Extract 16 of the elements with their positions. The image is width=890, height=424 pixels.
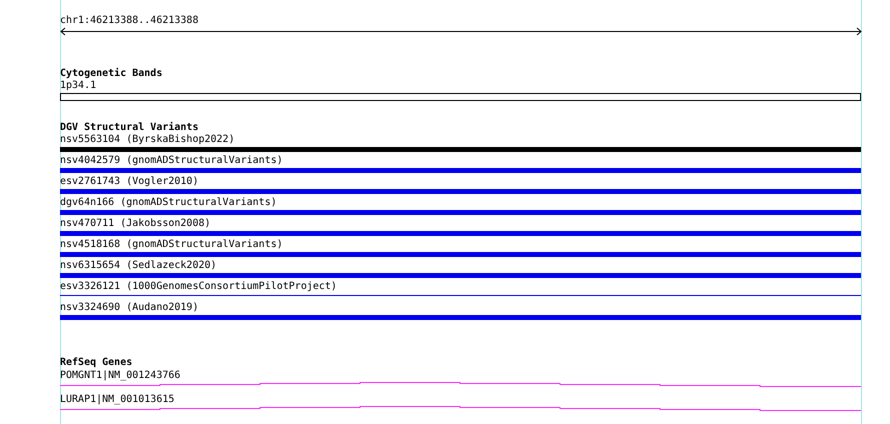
feature-label: esv3326121 (1000GenomesConsortiumPilotProject) (60, 281, 337, 293)
feature-label: POMGNT1|NM_001243766 (60, 370, 180, 382)
feature-label: esv2761743 (Vogler2010) (60, 176, 198, 188)
feature-label: nsv4518168 (gnomADStructuralVariants) (60, 239, 283, 251)
feature-label: 1p34.1 (60, 80, 96, 92)
feature-label: nsv4042579 (gnomADStructuralVariants) (60, 155, 283, 167)
feature-label: nsv6315654 (Sedlazeck2020) (60, 260, 217, 272)
track-heading: RefSeq Genes (60, 357, 132, 369)
track-heading: Cytogenetic Bands (60, 68, 162, 80)
feature-label: nsv470711 (Jakobsson2008) (60, 218, 211, 230)
feature-label: nsv3324690 (Audano2019) (60, 302, 198, 314)
feature-label: LURAP1|NM_001013615 (60, 394, 174, 406)
feature-label: dgv64n166 (gnomADStructuralVariants) (60, 197, 277, 209)
feature-label: nsv5563104 (ByrskaBishop2022) (60, 134, 235, 146)
track-heading: DGV Structural Variants (60, 122, 198, 134)
coordinate-label: chr1:46213388..46213388 (60, 15, 198, 27)
